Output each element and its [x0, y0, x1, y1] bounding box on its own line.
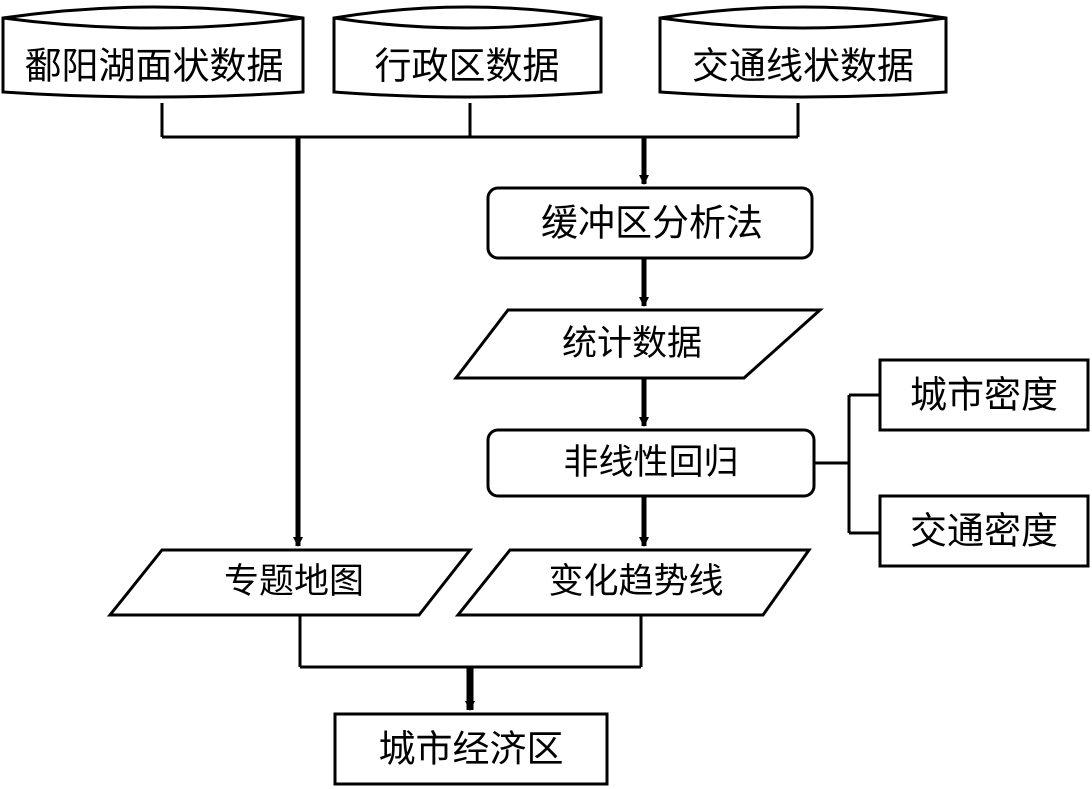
result-economic-zone-label: 城市经济区: [379, 728, 564, 771]
factor-traffic-density-label: 交通密度: [910, 510, 1058, 553]
source-traffic-data: 交通线状数据: [658, 5, 948, 99]
process-regression: 非线性回归: [486, 428, 816, 498]
factor-city-density: 城市密度: [878, 358, 1090, 432]
source-connectors: [160, 103, 800, 139]
factor-city-density-label: 城市密度: [910, 374, 1058, 417]
factor-traffic-density: 交通密度: [878, 494, 1090, 568]
process-buffer: 缓冲区分析法: [486, 186, 814, 260]
source-lake-data: 鄱阳湖面状数据: [1, 5, 305, 99]
data-stats: 统计数据: [452, 308, 824, 380]
data-trend-line: 变化趋势线: [454, 548, 812, 617]
source-lake-label: 鄱阳湖面状数据: [25, 45, 284, 88]
result-connectors: [298, 615, 643, 669]
data-trend-line-label: 变化趋势线: [548, 562, 723, 602]
factor-bracket: [814, 393, 880, 535]
source-admin-data: 行政区数据: [332, 5, 603, 99]
source-admin-label: 行政区数据: [375, 45, 560, 88]
data-thematic-map: 专题地图: [106, 548, 474, 617]
data-stats-label: 统计数据: [562, 324, 702, 364]
data-thematic-map-label: 专题地图: [224, 562, 364, 602]
result-economic-zone: 城市经济区: [333, 712, 609, 786]
source-traffic-label: 交通线状数据: [692, 45, 914, 88]
process-buffer-label: 缓冲区分析法: [541, 202, 763, 245]
process-regression-label: 非线性回归: [563, 443, 738, 483]
